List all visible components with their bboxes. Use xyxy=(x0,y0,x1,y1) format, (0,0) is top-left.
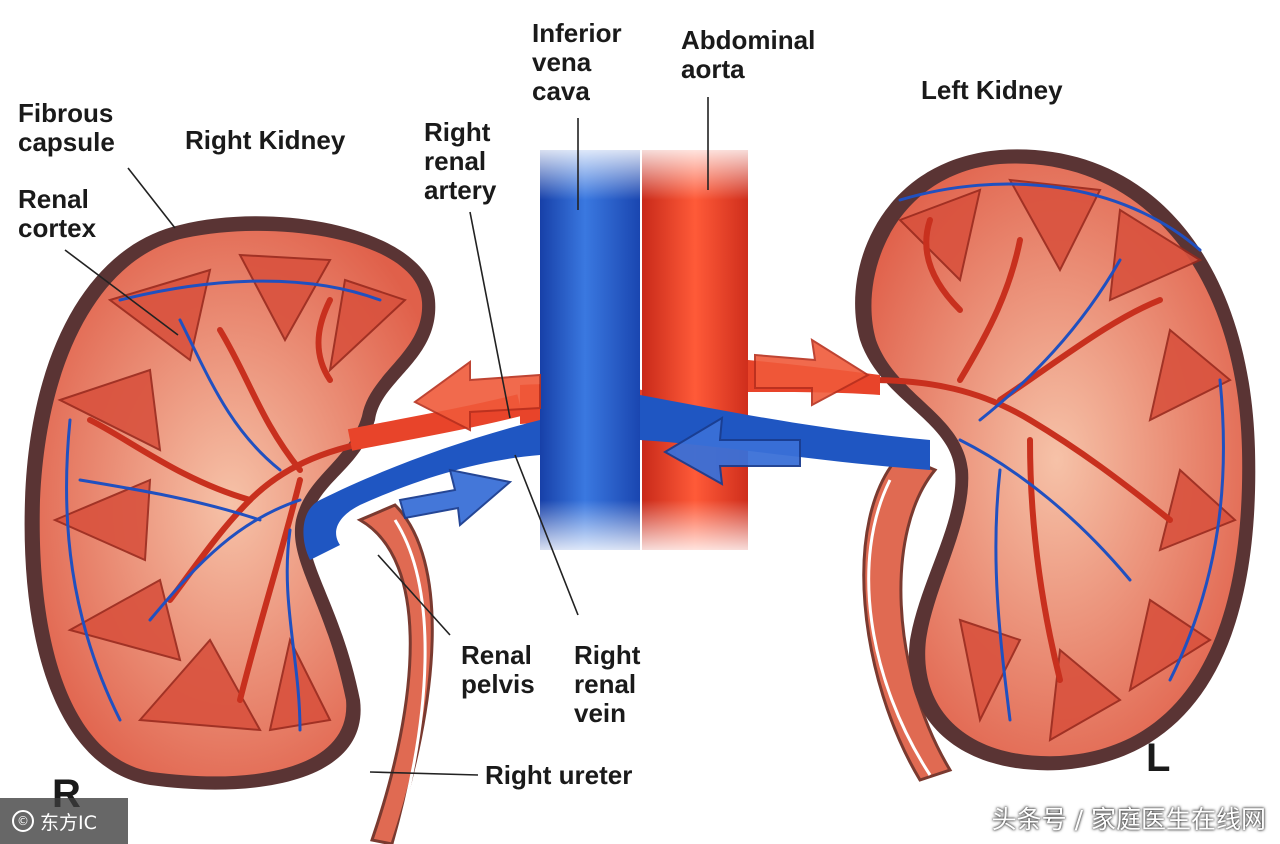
left-ureter-tube xyxy=(862,453,953,782)
label-left-kidney: Left Kidney xyxy=(921,75,1063,105)
vein-flow-arrow-left xyxy=(663,416,801,486)
label-fibrous-capsule: Fibrous capsule xyxy=(18,98,115,157)
label-right-renal-vein: Right renal vein xyxy=(574,640,641,728)
label-inferior-vena-cava: Inferior vena cava xyxy=(532,18,622,106)
inferior-vena-cava-vessel xyxy=(303,150,930,560)
label-abdominal-aorta: Abdominal aorta xyxy=(681,25,816,84)
leader-lines xyxy=(64,97,709,776)
left-kidney-shape xyxy=(855,149,1256,771)
vein-flow-arrow-right xyxy=(398,468,513,527)
artery-flow-arrow-right xyxy=(413,360,541,432)
side-marker-l: L xyxy=(1146,736,1171,780)
watermark-left-text: 东方IC xyxy=(40,811,97,834)
watermark-right: 头条号 / 家庭医生在线网 xyxy=(991,805,1266,834)
label-renal-pelvis: Renal pelvis xyxy=(461,640,535,699)
watermark-left: © 东方IC xyxy=(0,798,128,844)
label-renal-cortex: Renal cortex xyxy=(18,184,97,243)
right-ureter-tube xyxy=(356,503,434,844)
copyright-icon: © xyxy=(12,810,34,832)
label-right-renal-artery: Right renal artery xyxy=(424,117,497,205)
label-right-kidney: Right Kidney xyxy=(185,125,346,155)
label-right-ureter: Right ureter xyxy=(485,760,633,790)
artery-flow-arrow-left xyxy=(754,338,870,407)
right-kidney-shape xyxy=(24,216,436,790)
